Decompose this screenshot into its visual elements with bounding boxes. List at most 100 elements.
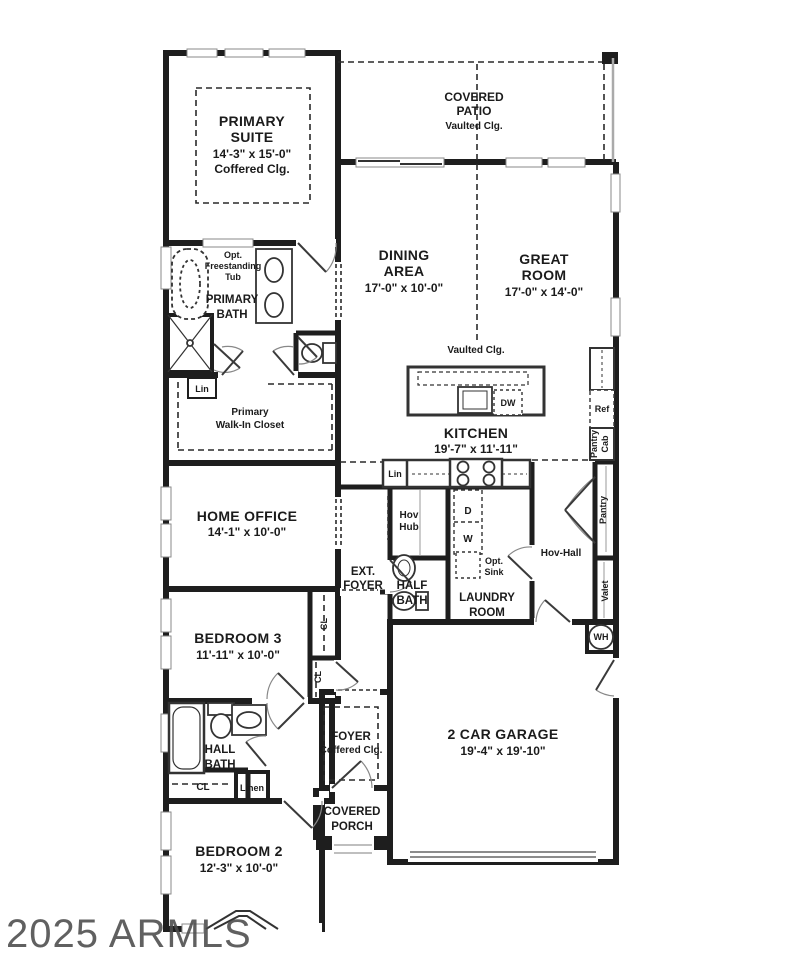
kitchen-ceiling: Vaulted Clg. [447, 345, 504, 356]
patio-post [602, 52, 618, 64]
primary-suite-label2: SUITE [231, 129, 274, 145]
lin-primary-box [187, 377, 217, 399]
burner-3 [456, 473, 470, 487]
ext-foyer-label2: FOYER [343, 580, 383, 592]
bedroom2-dims: 12'-3" x 10'-0" [200, 861, 278, 875]
burner-4 [482, 473, 496, 487]
valet-label: Valet [600, 580, 610, 601]
pantry-label: Pantry [598, 496, 608, 524]
bedroom2-bay-steps [205, 910, 279, 930]
linen-label: Linen [240, 783, 264, 793]
ext-foyer-label: EXT. [351, 566, 375, 578]
half-bath-label2: BATH [396, 595, 427, 607]
dishwasher-box [493, 389, 523, 416]
primary-suite-dims: 14'-3" x 15'-0" [213, 147, 291, 161]
hall-vanity-sink [236, 711, 262, 729]
lin-kitchen-label: Lin [388, 469, 402, 479]
pantry-cab-box [589, 427, 615, 461]
dining-dims: 17'-0" x 10'-0" [365, 281, 443, 295]
opt-tub-label: Opt. [224, 250, 242, 260]
washer-label: W [463, 534, 473, 545]
great-room-dims: 17'-0" x 14'-0" [505, 285, 583, 299]
armls-watermark: 2025 ARMLS [6, 912, 252, 956]
kitchen-sink-basin [462, 390, 488, 410]
primary-bath-label: PRIMARY [206, 294, 259, 306]
primary-suite-label: PRIMARY [219, 113, 286, 129]
fixtures [167, 160, 615, 930]
room-labels: PRIMARY SUITE 14'-3" x 15'-0" Coffered C… [194, 90, 583, 875]
hall-toilet-bowl [210, 713, 232, 739]
half-bath-toilet-tank [415, 591, 429, 611]
opt-sink-label: Opt. [485, 556, 503, 566]
porch-step [334, 844, 372, 854]
foyer-ceiling: Coffered Clg. [320, 745, 383, 756]
kitchen-dims: 19'-7" x 11'-11" [434, 442, 518, 456]
hov-hub-label2: Hub [399, 522, 418, 533]
porch-post-right [374, 836, 390, 850]
great-room-label: GREAT [519, 251, 569, 267]
opt-tub-label3: Tub [225, 272, 241, 282]
hov-hall-label: Hov-Hall [541, 548, 582, 559]
primary-suite-ceiling: Coffered Clg. [214, 162, 289, 176]
closet-hall-label: CL [196, 782, 209, 793]
covered-porch-label2: PORCH [331, 821, 373, 833]
opt-tub-label2: Freestanding [205, 261, 262, 271]
closet-b3-upper-label: CL [319, 618, 329, 630]
refrigerator-label: Ref [595, 404, 611, 414]
primary-bath-label2: BATH [216, 309, 247, 321]
island-overhang [417, 371, 529, 386]
fixture-labels: Lin Lin DW Ref Pantry Cab Pantry Valet D… [187, 377, 611, 793]
burner-1 [456, 460, 470, 474]
dryer-label: D [464, 506, 471, 517]
windows [160, 48, 621, 934]
closet-shelving [177, 382, 333, 451]
dining-label: DINING [379, 247, 430, 263]
half-bath-label: HALF [397, 580, 428, 592]
pantry-cab-label2: Cab [600, 435, 610, 453]
coffered-ceiling-foyer [323, 706, 379, 781]
door-swings [213, 242, 615, 829]
cased-opening-dining [335, 264, 342, 318]
hov-hub-label: Hov [400, 510, 419, 521]
covered-patio-ceiling: Vaulted Clg. [445, 121, 502, 132]
bedroom2-label: BEDROOM 2 [195, 843, 283, 859]
covered-patio-label2: PATIO [457, 104, 492, 118]
bedroom3-label: BEDROOM 3 [194, 630, 282, 646]
water-heater-label: WH [594, 632, 609, 642]
hall-bath-label: HALL [205, 744, 236, 756]
primary-toilet-tank [322, 342, 337, 364]
coffered-ceiling-primary-suite [195, 87, 311, 204]
garage-dims: 19'-4" x 19'-10" [460, 744, 545, 758]
home-office-label: HOME OFFICE [197, 508, 298, 524]
laundry-label: LAUNDRY [459, 592, 515, 604]
opt-sink-label2: Sink [484, 567, 504, 577]
dashed-features [172, 61, 605, 785]
half-bath-sink-basin [397, 559, 411, 577]
water-heater-circle [588, 624, 614, 650]
laundry-label2: ROOM [469, 607, 505, 619]
covered-porch-label: COVERED [324, 806, 381, 818]
great-room-label2: ROOM [522, 267, 567, 283]
vanity-sink-1 [264, 257, 284, 283]
dining-label2: AREA [384, 263, 425, 279]
sliding-door-panels [358, 160, 442, 165]
pantry-cab-label: Pantry [589, 430, 599, 458]
covered-patio-label: COVERED [444, 90, 504, 104]
primary-closet-label: Primary [231, 407, 269, 418]
hall-tub-basin [172, 706, 201, 770]
kitchen-label: KITCHEN [444, 425, 508, 441]
lin-primary-label: Lin [195, 384, 209, 394]
opt-sink-box [455, 551, 481, 579]
cased-opening-office [335, 499, 342, 547]
garage-label: 2 CAR GARAGE [448, 726, 559, 742]
hall-bath-label2: BATH [204, 759, 235, 771]
home-office-dims: 14'-1" x 10'-0" [208, 525, 286, 539]
half-bath-toilet-bowl [392, 591, 416, 611]
shower-drain [186, 339, 194, 347]
closet-b3-lower-label: CL [313, 671, 323, 683]
primary-closet-label2: Walk-In Closet [216, 420, 285, 431]
burner-2 [482, 460, 496, 474]
garage-door [410, 851, 596, 858]
